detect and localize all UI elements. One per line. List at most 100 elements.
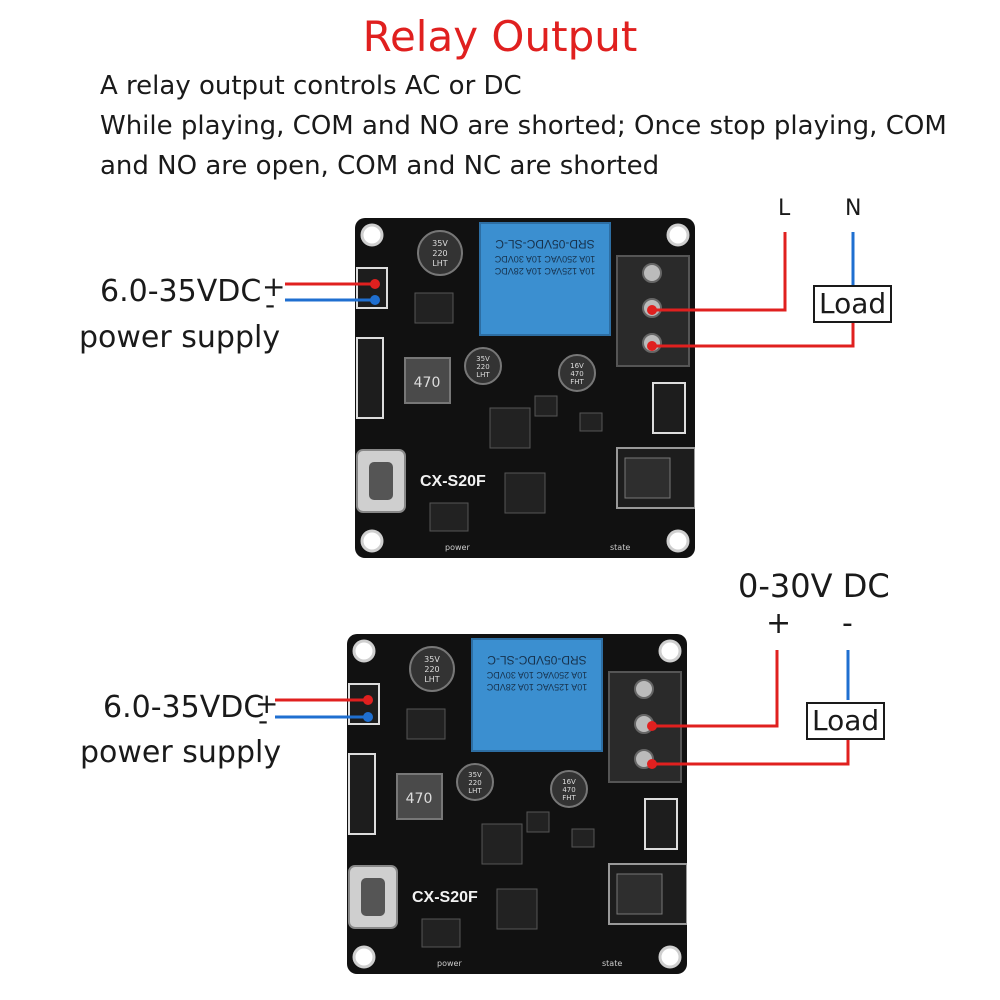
capacitor-small-label: LHT <box>468 787 482 795</box>
description-line-3: and NO are open, COM and NC are shorted <box>100 151 660 181</box>
state-led-label: state <box>610 543 630 552</box>
inductor-label: 470 <box>414 375 441 391</box>
capacitor-small <box>550 770 588 808</box>
bottom-load-dot <box>647 759 657 769</box>
ic-chip <box>496 888 538 930</box>
top-supply-positive-dot <box>370 279 380 289</box>
bottom-dc-positive-dot <box>647 721 657 731</box>
relay-text-3: 10A 125VAC 10A 28VDC <box>494 266 595 276</box>
capacitor-large-label: 35V <box>432 239 448 248</box>
bottom-load-wire <box>652 738 850 766</box>
ic-chip <box>504 472 546 514</box>
capacitor-small-label: 470 <box>570 370 583 378</box>
top-supply-label: power supply <box>79 320 281 355</box>
capacitor-large-label: 220 <box>432 249 447 258</box>
board-model-label: CX-S20F <box>412 889 478 906</box>
capacitor-small-label: 35V <box>468 771 482 779</box>
board-model-label: CX-S20F <box>420 473 486 490</box>
capacitor-large-label: LHT <box>432 259 447 268</box>
mount-hole <box>360 529 384 553</box>
capacitor-small-label: 470 <box>562 786 575 794</box>
smd-chip <box>526 811 550 833</box>
ic-chip <box>421 918 461 948</box>
ic-chip <box>481 823 523 865</box>
relay-module <box>479 222 611 336</box>
capacitor-small-label: FHT <box>562 794 576 802</box>
bottom-dc-minus: - <box>842 606 853 641</box>
inductor <box>404 357 451 404</box>
bottom-load-box: Load <box>806 702 886 740</box>
top-neutral-label: N <box>845 196 862 221</box>
capacitor-large <box>409 646 455 692</box>
ic-chip <box>489 407 531 449</box>
pin-header <box>652 382 686 434</box>
mount-hole <box>360 223 384 247</box>
regulator-chip <box>414 292 454 324</box>
top-supply-plus: + <box>262 270 286 303</box>
mount-hole <box>666 223 690 247</box>
bottom-dc-label: 0-30V DC <box>738 567 890 605</box>
relay-text-1: SRD-05VDC-SL-C <box>495 237 595 251</box>
pin-header <box>348 753 376 835</box>
top-line-dot <box>647 305 657 315</box>
usb-c-port-inner <box>361 878 385 916</box>
description-line-2: While playing, COM and NO are shorted; O… <box>100 111 947 141</box>
bottom-dc-positive-wire <box>652 650 779 728</box>
mount-hole <box>658 639 682 663</box>
relay-module <box>471 638 603 752</box>
pin-header <box>356 337 384 419</box>
capacitor-small-label: FHT <box>570 378 584 386</box>
relay-text-3: 10A 125VAC 10A 28VDC <box>486 682 587 692</box>
bottom-supply-voltage: 6.0-35VDC <box>103 690 265 725</box>
terminal-screw-nc <box>642 263 662 283</box>
smd-chip <box>534 395 558 417</box>
bottom-supply-label: power supply <box>80 735 282 770</box>
bottom-supply-negative-dot <box>363 712 373 722</box>
description-line-1: A relay output controls AC or DC <box>100 71 522 101</box>
audio-jack-inner <box>616 873 663 915</box>
bottom-supply-positive-dot <box>363 695 373 705</box>
capacitor-small <box>558 354 596 392</box>
page-title: Relay Output <box>362 12 638 61</box>
usb-c-port-inner <box>369 462 393 500</box>
capacitor-small-label: 220 <box>476 363 489 371</box>
inductor <box>396 773 443 820</box>
top-supply-minus: - <box>264 288 276 321</box>
power-led-label: power <box>437 959 462 968</box>
top-load-box: Load <box>813 285 893 323</box>
capacitor-small-label: LHT <box>476 371 490 379</box>
capacitor-large-label: 35V <box>424 655 440 664</box>
capacitor-small <box>464 347 502 385</box>
regulator-chip <box>406 708 446 740</box>
capacitor-large-label: LHT <box>424 675 439 684</box>
relay-text-2: 10A 250VAC 10A 30VDC <box>494 254 595 264</box>
mount-hole <box>666 529 690 553</box>
capacitor-large <box>417 230 463 276</box>
inductor-label: 470 <box>406 791 433 807</box>
top-supply-voltage: 6.0-35VDC <box>100 274 262 309</box>
top-load-wire <box>652 320 855 348</box>
pin-header <box>644 798 678 850</box>
top-line-label: L <box>778 196 791 221</box>
bottom-supply-plus: + <box>255 687 279 720</box>
ic-chip <box>429 502 469 532</box>
top-line-wire <box>652 232 787 312</box>
relay-board-top: SRD-05VDC-SL-C 10A 250VAC 10A 30VDC 10A … <box>355 218 695 558</box>
top-supply-negative-dot <box>370 295 380 305</box>
capacitor-large-label: 220 <box>424 665 439 674</box>
capacitor-small-label: 35V <box>476 355 490 363</box>
relay-text-1: SRD-05VDC-SL-C <box>487 653 587 667</box>
mount-hole <box>352 945 376 969</box>
state-led-label: state <box>602 959 622 968</box>
bottom-dc-plus: + <box>766 606 792 641</box>
mount-hole <box>658 945 682 969</box>
bottom-supply-minus: - <box>257 704 269 737</box>
smd-chip <box>579 412 603 432</box>
mount-hole <box>352 639 376 663</box>
top-load-dot <box>647 341 657 351</box>
audio-jack-inner <box>624 457 671 499</box>
terminal-screw-nc <box>634 679 654 699</box>
capacitor-small <box>456 763 494 801</box>
capacitor-small-label: 16V <box>562 778 576 786</box>
